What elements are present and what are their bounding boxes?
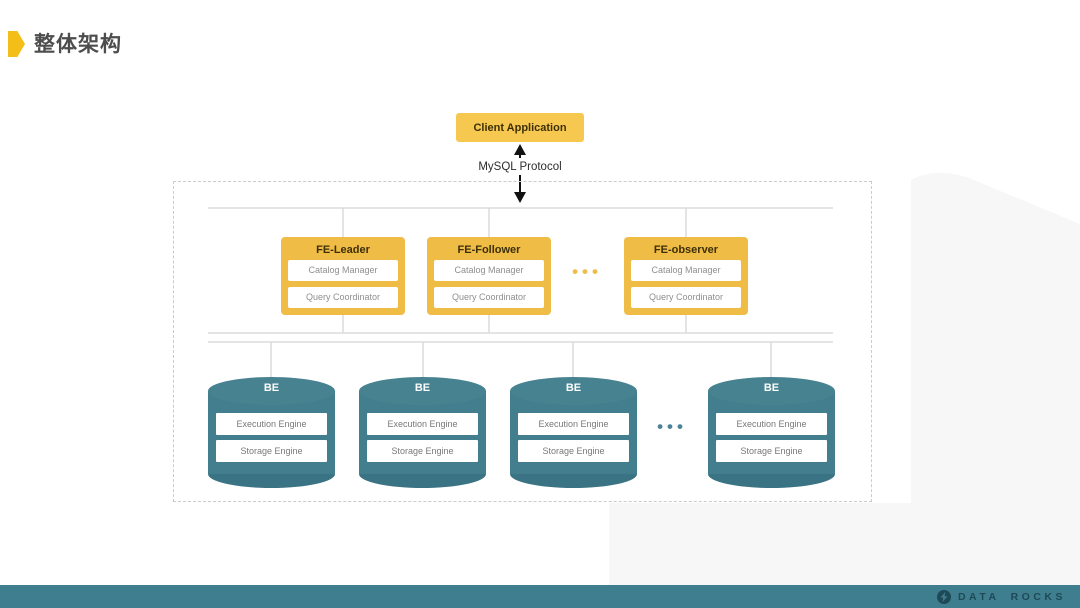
- storage-engine-module: Storage Engine: [518, 440, 629, 462]
- footer-bar: DATA ROCKS: [0, 585, 1080, 608]
- page-title: 整体架构: [34, 33, 122, 56]
- client-application-box: Client Application: [456, 113, 584, 142]
- catalog-manager-module: Catalog Manager: [434, 260, 544, 281]
- cylinder-top: [208, 377, 335, 405]
- fe-follower-node: FE-Follower Catalog Manager Query Coordi…: [427, 237, 551, 315]
- be-node-2: BE Execution Engine Storage Engine: [359, 377, 486, 488]
- fe-node-title: FE-Leader: [316, 244, 370, 256]
- be-node-4: BE Execution Engine Storage Engine: [708, 377, 835, 488]
- cylinder-top: [359, 377, 486, 405]
- storage-engine-module: Storage Engine: [216, 440, 327, 462]
- execution-engine-module: Execution Engine: [216, 413, 327, 435]
- be-node-title: BE: [414, 382, 431, 394]
- storage-engine-module: Storage Engine: [716, 440, 827, 462]
- be-node-1: BE Execution Engine Storage Engine: [208, 377, 335, 488]
- title-marker-icon: [8, 31, 25, 57]
- fe-leader-node: FE-Leader Catalog Manager Query Coordina…: [281, 237, 405, 315]
- brand: DATA ROCKS: [936, 589, 1066, 604]
- be-node-title: BE: [763, 382, 780, 394]
- mysql-protocol-label: MySQL Protocol: [450, 158, 590, 175]
- fe-node-title: FE-observer: [653, 244, 719, 256]
- be-node-title: BE: [263, 382, 280, 394]
- fe-ellipsis-dots: •••: [572, 262, 602, 281]
- cylinder-top: [708, 377, 835, 405]
- execution-engine-module: Execution Engine: [518, 413, 629, 435]
- cylinder-top: [510, 377, 637, 405]
- be-node-title: BE: [565, 382, 582, 394]
- execution-engine-module: Execution Engine: [716, 413, 827, 435]
- brand-text: DATA ROCKS: [957, 590, 1066, 603]
- execution-engine-module: Execution Engine: [367, 413, 478, 435]
- fe-node-title: FE-Follower: [457, 244, 521, 256]
- be-node-3: BE Execution Engine Storage Engine: [510, 377, 637, 488]
- fe-observer-node: FE-observer Catalog Manager Query Coordi…: [624, 237, 748, 315]
- be-ellipsis-dots: •••: [657, 417, 687, 436]
- background-shape-path: [609, 172, 1080, 586]
- storage-engine-module: Storage Engine: [367, 440, 478, 462]
- query-coordinator-module: Query Coordinator: [434, 287, 544, 308]
- query-coordinator-module: Query Coordinator: [631, 287, 741, 308]
- catalog-manager-module: Catalog Manager: [288, 260, 398, 281]
- query-coordinator-module: Query Coordinator: [288, 287, 398, 308]
- catalog-manager-module: Catalog Manager: [631, 260, 741, 281]
- bolt-circle-icon: [936, 589, 951, 604]
- cluster-dashed-border: [173, 181, 872, 502]
